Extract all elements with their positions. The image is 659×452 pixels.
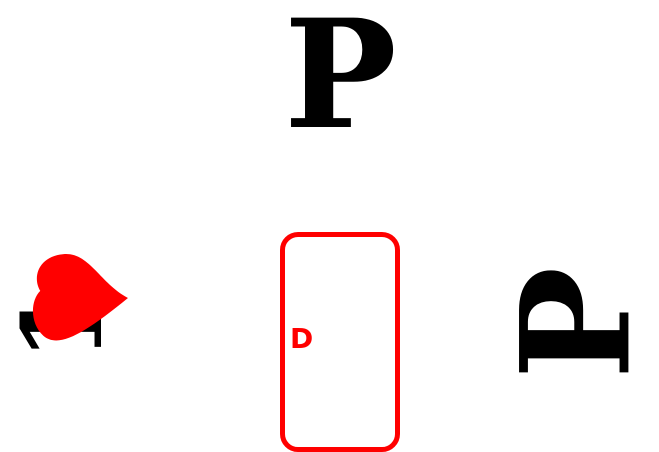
center-card[interactable]: D <box>280 232 400 452</box>
north-player-label: P <box>284 0 397 163</box>
heart-icon <box>32 254 128 341</box>
east-player-label: P <box>488 266 659 380</box>
center-card-label: D <box>290 322 314 355</box>
